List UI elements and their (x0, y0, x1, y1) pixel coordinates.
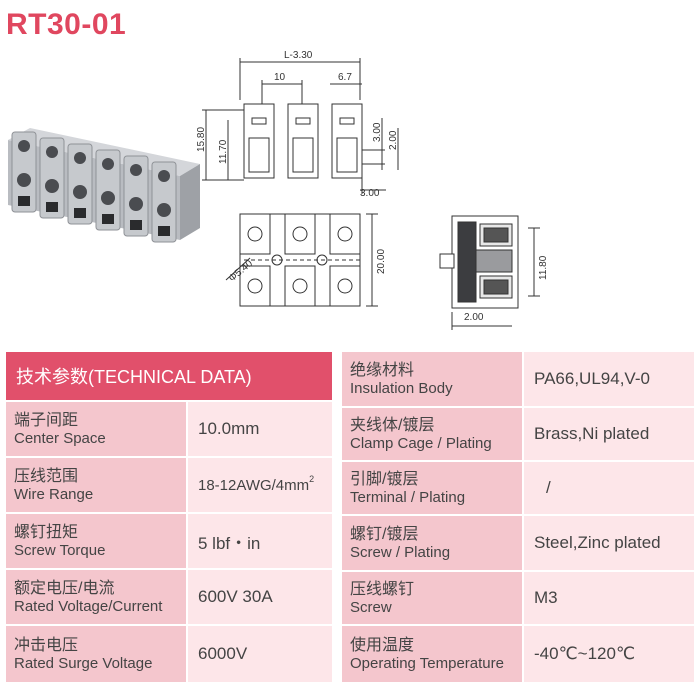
dim-top-width: L-3.30 (284, 50, 313, 61)
spec-label-screw: 压线螺钉 Screw (342, 572, 522, 624)
spec-label-center-space: 端子间距 Center Space (6, 402, 186, 456)
spec-label-en: Rated Voltage/Current (14, 597, 163, 615)
spec-label-cn: 螺钉扭矩 (14, 523, 79, 541)
spec-label-cn: 端子间距 (14, 411, 79, 429)
spec-label-cn: 压线螺钉 (350, 580, 415, 598)
spec-value-rated-voltage: 600V 30A (188, 570, 332, 624)
spec-label-insulation-body: 绝缘材料 Insulation Body (342, 352, 522, 406)
spec-label-en: Center Space (14, 429, 106, 447)
spec-label-terminal-plating: 引脚/镀层 Terminal / Plating (342, 462, 522, 514)
spec-label-screw-torque: 螺钉扭矩 Screw Torque (6, 514, 186, 568)
bottom-view-drawing (225, 213, 378, 307)
side-section-drawing (439, 215, 540, 330)
spec-label-en: Screw / Plating (350, 543, 451, 561)
spec-label-en: Screw Torque (14, 541, 106, 559)
spec-label-cn: 绝缘材料 (350, 361, 415, 379)
spec-label-cn: 使用温度 (350, 636, 415, 654)
spec-label-cn: 冲击电压 (14, 636, 79, 654)
product-photo (8, 128, 200, 243)
technical-drawings: L-3.30 10 6.7 3.00 2.00 15.80 11.70 3.00… (8, 50, 549, 330)
spec-label-rated-voltage: 额定电压/电流 Rated Voltage/Current (6, 570, 186, 624)
spec-value-screw-torque: 5 lbf・in (188, 514, 332, 568)
spec-label-en: Clamp Cage / Plating (350, 434, 492, 452)
spec-value-operating-temp: -40℃~120℃ (524, 626, 694, 682)
dim-300a: 3.00 (372, 122, 383, 142)
spec-value-clamp-cage: Brass,Ni plated (524, 408, 694, 460)
spec-label-en: Rated Surge Voltage (14, 654, 153, 672)
dim-height-body: 11.70 (218, 139, 229, 164)
spec-label-en: Terminal / Plating (350, 488, 466, 506)
wire-range-superscript: 2 (309, 474, 315, 484)
wire-range-text: 18-12AWG/4mm (198, 476, 310, 494)
dim-300b: 3.00 (360, 188, 380, 199)
spec-label-screw-plating: 螺钉/镀层 Screw / Plating (342, 516, 522, 570)
spec-value-insulation-body: PA66,UL94,V-0 (524, 352, 694, 406)
spec-label-surge-voltage: 冲击电压 Rated Surge Voltage (6, 626, 186, 682)
dim-bottom-height: 20.00 (376, 249, 387, 274)
spec-label-cn: 压线范围 (14, 467, 79, 485)
spec-label-en: Insulation Body (350, 379, 453, 397)
dim-side-pin: 2.00 (464, 312, 484, 323)
table-header: 技术参数(TECHNICAL DATA) (6, 352, 332, 400)
spec-label-cn: 额定电压/电流 (14, 579, 115, 597)
spec-label-en: Wire Range (14, 485, 94, 503)
spec-label-clamp-cage: 夹线体/镀层 Clamp Cage / Plating (342, 408, 522, 460)
dim-end-width: 6.7 (338, 72, 352, 83)
dim-pitch: 10 (274, 72, 286, 83)
spec-label-operating-temp: 使用温度 Operating Temperature (342, 626, 522, 682)
spec-value-surge-voltage: 6000V (188, 626, 332, 682)
spec-label-en: Operating Temperature (350, 654, 504, 672)
spec-label-cn: 螺钉/镀层 (350, 525, 419, 543)
spec-label-cn: 引脚/镀层 (350, 470, 419, 488)
spec-value-screw: M3 (524, 572, 694, 624)
technical-data-table: 技术参数(TECHNICAL DATA) 端子间距 Center Space 1… (6, 352, 694, 684)
spec-value-terminal-plating: / (524, 462, 694, 514)
spec-value-screw-plating: Steel,Zinc plated (524, 516, 694, 570)
dim-height-total: 15.80 (196, 127, 207, 152)
spec-label-en: Screw (350, 598, 392, 616)
spec-label-wire-range: 压线范围 Wire Range (6, 458, 186, 512)
spec-value-center-space: 10.0mm (188, 402, 332, 456)
dim-200a: 2.00 (388, 130, 399, 150)
product-title: RT30-01 (6, 8, 127, 41)
top-view-drawing (202, 58, 399, 194)
spec-label-cn: 夹线体/镀层 (350, 416, 435, 434)
dim-side-height: 11.80 (538, 255, 549, 280)
